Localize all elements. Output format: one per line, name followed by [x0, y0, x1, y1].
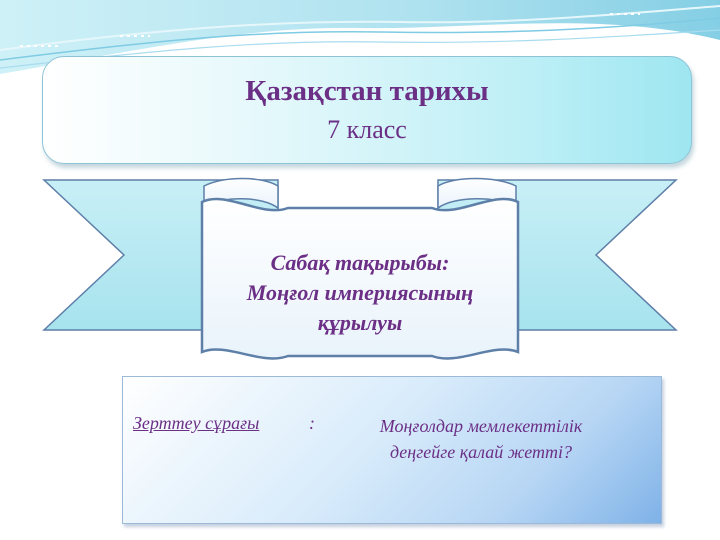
background-waves — [0, 0, 720, 74]
research-question-panel: Зерттеу сұрағы : Моңғолдар мемлекеттілік… — [122, 376, 662, 524]
topic-line: Моңғол империясының — [246, 280, 474, 305]
topic-line: құрылуы — [317, 310, 403, 335]
research-question-label: Зерттеу сұрағы — [133, 413, 260, 433]
question-line: Моңғолдар мемлекеттілік — [379, 416, 583, 436]
page-title: Қазақстан тарихы — [245, 75, 489, 107]
title-panel: Қазақстан тарихы 7 класс — [42, 56, 692, 164]
question-line: деңгейге қалай жетті? — [389, 442, 572, 462]
lesson-topic: Сабақ тақырыбы: Моңғол империясының құры… — [210, 248, 510, 338]
label-colon: : — [309, 413, 315, 433]
research-question-text: Моңғолдар мемлекеттілік деңгейге қалай ж… — [331, 413, 631, 465]
grade-label: 7 класс — [327, 115, 407, 144]
topic-heading: Сабақ тақырыбы: — [270, 250, 450, 275]
ribbon-banner — [42, 177, 678, 360]
